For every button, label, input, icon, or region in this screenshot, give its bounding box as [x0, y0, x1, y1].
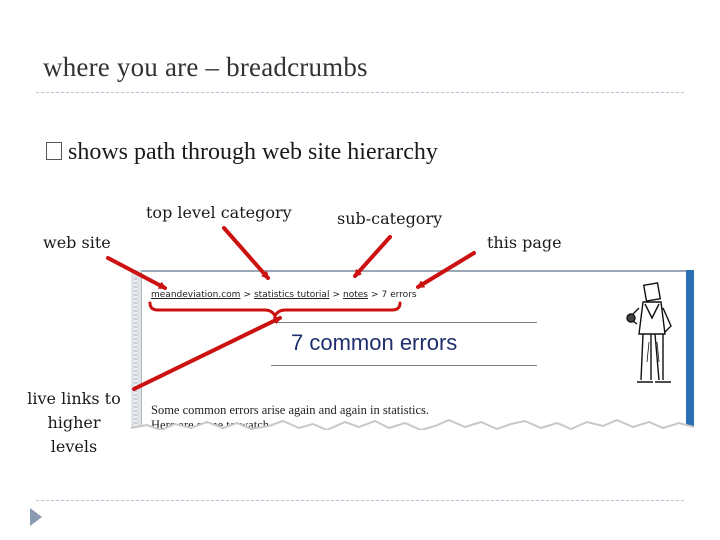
arrow-web-site	[106, 256, 167, 290]
label-top-level-category: top level category	[146, 203, 292, 222]
label-this-page: this page	[487, 233, 562, 252]
arrow-live-links	[132, 316, 282, 391]
title-divider	[36, 92, 684, 93]
bullet-text: shows path through web site hierarchy	[68, 139, 438, 165]
scrollbar[interactable]	[686, 270, 694, 430]
bullet-point: shows path through web site hierarchy	[46, 139, 438, 166]
page-heading: 7 common errors	[291, 330, 458, 355]
label-live-links: live links to higher levels	[27, 389, 121, 456]
breadcrumb-separator: >	[243, 290, 251, 300]
breadcrumb-link-statistics-tutorial[interactable]: statistics tutorial	[253, 290, 330, 300]
body-text-line-1: Some common errors arise again and again…	[151, 403, 430, 417]
breadcrumb: meandeviation.com>statistics tutorial>no…	[151, 290, 417, 300]
torn-edge	[131, 418, 694, 430]
arrow-this-page	[416, 251, 476, 289]
left-frame-texture	[134, 278, 137, 430]
cartoon-figure-icon	[626, 282, 672, 383]
label-web-site: web site	[43, 233, 111, 252]
label-sub-category: sub-category	[337, 209, 443, 228]
footer-divider	[36, 500, 684, 501]
web-page-screenshot: meandeviation.com>statistics tutorial>no…	[131, 270, 694, 430]
heading-rule-top	[271, 322, 537, 323]
slide-title: where you are – breadcrumbs	[43, 52, 368, 82]
next-slide-triangle-icon[interactable]	[30, 508, 42, 526]
square-bullet-icon	[46, 142, 62, 160]
window-top-border	[131, 270, 694, 272]
heading-rule-bottom	[271, 365, 537, 366]
breadcrumb-separator: >	[370, 290, 379, 300]
breadcrumb-link-home[interactable]: meandeviation.com	[151, 290, 241, 300]
arrow-top-level-category	[222, 226, 270, 280]
breadcrumb-current-page: 7 errors	[381, 290, 417, 300]
breadcrumb-link-notes[interactable]: notes	[343, 290, 368, 300]
breadcrumb-separator: >	[332, 290, 340, 300]
arrow-sub-category	[353, 235, 392, 278]
bracket-links	[148, 301, 402, 320]
